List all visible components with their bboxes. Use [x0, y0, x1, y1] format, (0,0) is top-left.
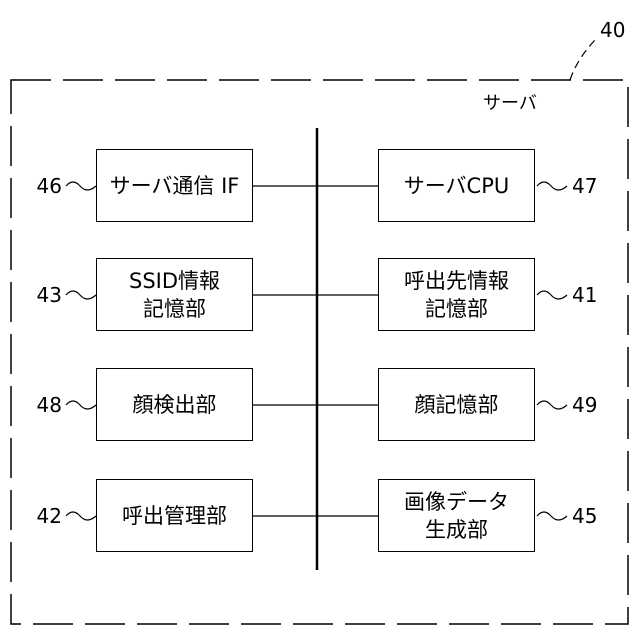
- ref-46: 46: [22, 176, 62, 196]
- block-face-storage: 顔記憶部: [378, 368, 535, 441]
- block-server-comm-if: サーバ通信 IF: [96, 149, 253, 222]
- ref-41: 41: [572, 285, 597, 305]
- leader-48: [66, 401, 96, 409]
- ref-45: 45: [572, 506, 597, 526]
- leader-49: [537, 401, 567, 409]
- leader-42: [66, 512, 96, 520]
- server-ref-number: 40: [600, 20, 625, 40]
- leader-47: [537, 182, 567, 190]
- leader-45: [537, 512, 567, 520]
- block-server-cpu: サーバCPU: [378, 149, 535, 222]
- block-callee-info-storage: 呼出先情報 記憶部: [378, 258, 535, 331]
- block-image-data-generation: 画像データ 生成部: [378, 479, 535, 552]
- server-label: サーバ: [483, 95, 537, 113]
- block-ssid-info-storage: SSID情報 記憶部: [96, 258, 253, 331]
- server-ref-leader: [570, 38, 597, 80]
- ref-47: 47: [572, 176, 597, 196]
- leader-43: [66, 291, 96, 299]
- leader-41: [537, 291, 567, 299]
- block-call-management: 呼出管理部: [96, 479, 253, 552]
- ref-48: 48: [22, 395, 62, 415]
- block-face-detection: 顔検出部: [96, 368, 253, 441]
- ref-49: 49: [572, 395, 597, 415]
- ref-42: 42: [22, 506, 62, 526]
- leader-46: [66, 182, 96, 190]
- ref-43: 43: [22, 285, 62, 305]
